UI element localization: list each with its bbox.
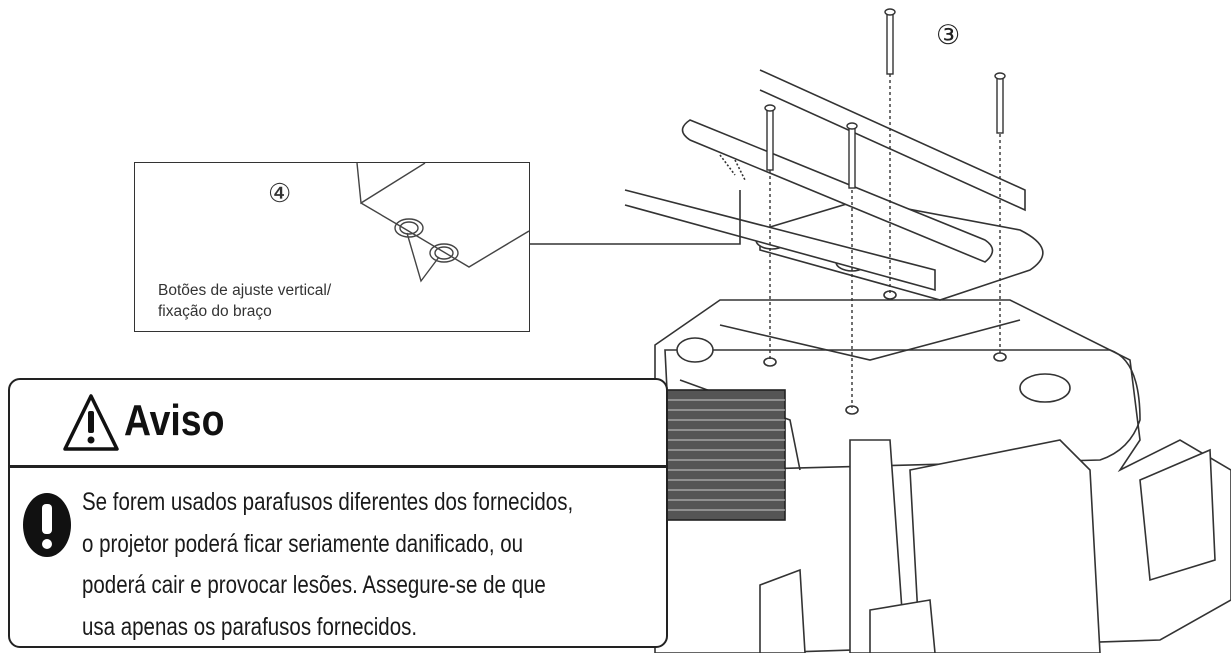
label-line: Botões de ajuste vertical/ — [158, 282, 332, 299]
exclamation-circle-icon — [23, 493, 71, 557]
warning-line: Se forem usados parafusos diferentes dos… — [82, 488, 574, 516]
warning-header: Aviso — [10, 380, 666, 468]
warning-line: poderá cair e provocar lesões. Assegure-… — [82, 571, 546, 599]
warning-title: Aviso — [124, 396, 225, 445]
warning-text: Se forem usados parafusos diferentes dos… — [82, 482, 573, 648]
detail-inset — [134, 162, 530, 332]
callout-3: ③ — [936, 20, 961, 50]
warning-box: Aviso Se forem usados parafusos diferent… — [8, 378, 668, 648]
arm-detail-drawing — [356, 162, 530, 283]
warning-line: usa apenas os parafusos fornecidos. — [82, 612, 418, 641]
callout-4: ④ — [268, 178, 292, 208]
adjustment-buttons-label: Botões de ajuste vertical/ fixação do br… — [158, 280, 331, 322]
label-line: fixação do braço — [158, 303, 272, 320]
warning-triangle-icon — [63, 394, 119, 451]
warning-line: o projetor poderá ficar seriamente danif… — [82, 529, 524, 558]
